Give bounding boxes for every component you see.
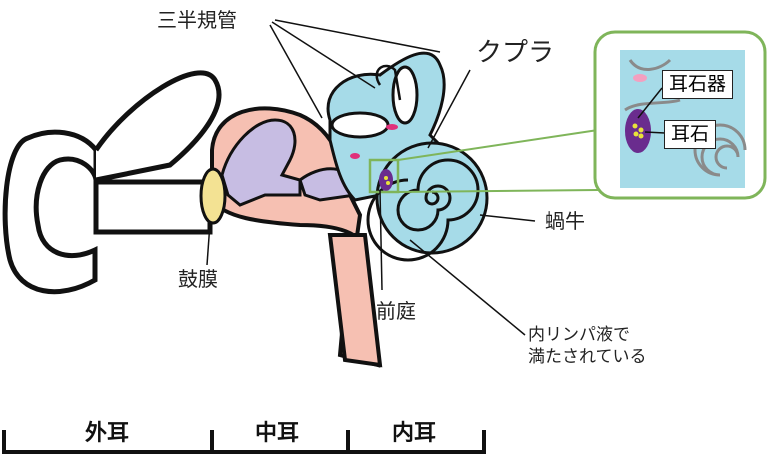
- otolith-organ-label: 耳石器: [662, 70, 734, 99]
- cupula-label: クプラ: [476, 38, 555, 68]
- leader-lines: [206, 19, 666, 336]
- eardrum-shape: [199, 167, 227, 225]
- eardrum-label: 鼓膜: [178, 267, 218, 291]
- ossicles: [220, 118, 357, 207]
- cupula-marker: [386, 124, 398, 130]
- lymph-note-line2: 満たされている: [528, 347, 647, 367]
- ear-canal: [93, 179, 213, 235]
- auricle: [2, 70, 222, 295]
- otolith-organ-large: [625, 109, 651, 153]
- lymph-note-line1: 内リンパ液で: [528, 325, 630, 345]
- cochlea-label: 蝸牛: [545, 209, 585, 233]
- otolith-label: 耳石: [664, 120, 717, 149]
- inset-source-box: [368, 158, 400, 194]
- vestibule-label: 前庭: [376, 299, 416, 323]
- eustachian-tube: [327, 233, 383, 368]
- cochlea-shape: [366, 141, 489, 262]
- section-bar: [2, 430, 486, 454]
- semicircular-canals-label: 三半規管: [157, 8, 237, 32]
- section-outer-ear: 外耳: [85, 421, 130, 446]
- section-middle-ear: 中耳: [255, 421, 300, 446]
- section-inner-ear: 内耳: [392, 421, 437, 446]
